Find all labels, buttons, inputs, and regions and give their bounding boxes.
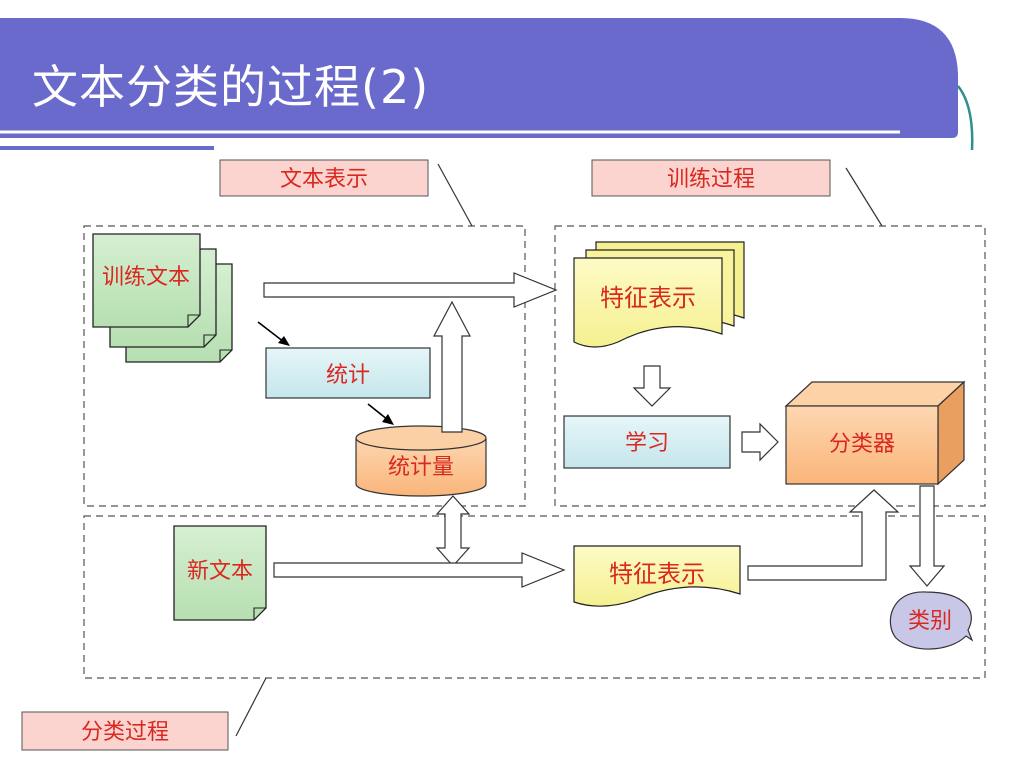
arrow-features-to-learning <box>632 365 672 407</box>
callout-label-classification-process: 分类过程 <box>81 720 169 745</box>
arrow-statistics-to-quantity <box>367 403 394 425</box>
training-text-label: 训练文本 <box>102 265 190 290</box>
statistical-quantity-label: 统计量 <box>388 455 454 480</box>
classifier-label: 分类器 <box>829 432 895 457</box>
arrow-quantity-up <box>433 300 471 433</box>
arrow-features-to-classifier <box>747 489 900 581</box>
teal-accent-curve <box>957 85 974 151</box>
feature-representation-train-stack <box>573 241 745 348</box>
arrow-learning-to-classifier <box>741 422 779 462</box>
classifier-box <box>784 380 966 486</box>
title-bar <box>0 18 974 151</box>
category-bubble <box>889 591 974 650</box>
feature-representation-train-label: 特征表示 <box>600 284 696 312</box>
callout-training-process <box>591 159 883 227</box>
feature-representation-new-label: 特征表示 <box>609 560 705 588</box>
arrow-text-to-features <box>263 272 558 308</box>
learning-box <box>563 415 731 469</box>
feature-representation-new-note <box>573 545 741 607</box>
new-text-document <box>173 525 267 621</box>
training-process-region <box>554 225 986 507</box>
arrow-newtext-to-features <box>273 552 566 588</box>
new-text-label: 新文本 <box>187 559 253 584</box>
statistical-quantity-cylinder <box>355 425 487 497</box>
training-text-stack <box>92 233 233 363</box>
statistics-box <box>265 347 431 399</box>
text-representation-region <box>83 225 526 507</box>
callout-classification-process <box>21 677 267 751</box>
arrow-classifier-to-category <box>908 485 946 587</box>
callout-text-representation <box>219 159 473 227</box>
classification-process-region <box>83 515 986 679</box>
arrow-docs-to-statistics <box>257 321 290 346</box>
callout-label-text-representation: 文本表示 <box>280 167 368 192</box>
category-label: 类别 <box>908 609 952 634</box>
callout-label-training-process: 训练过程 <box>667 167 755 192</box>
learning-label: 学习 <box>625 431 669 456</box>
statistics-label: 统计 <box>326 363 370 388</box>
slide-title: 文本分类的过程(2) <box>32 60 430 114</box>
